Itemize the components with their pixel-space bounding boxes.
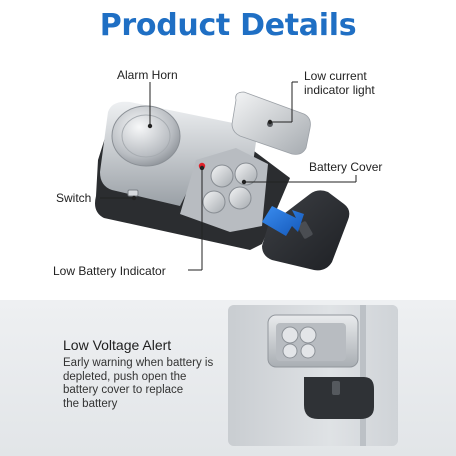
batteries xyxy=(202,162,258,214)
detached-battery-cover xyxy=(304,377,374,419)
panel-description: Early warning when battery is depleted, … xyxy=(63,357,214,410)
callout-low-current-indicator: Low current indicator light xyxy=(304,69,375,97)
callout-battery-cover: Battery Cover xyxy=(309,160,383,174)
callout-alarm-horn: Alarm Horn xyxy=(117,68,178,82)
switch xyxy=(127,189,139,197)
battery-replacement-photo xyxy=(228,305,398,446)
page-title: Product Details xyxy=(99,8,357,43)
callout-switch: Switch xyxy=(56,191,92,205)
callout-low-battery-indicator: Low Battery Indicator xyxy=(53,264,166,278)
slide-arrow-icon xyxy=(262,206,304,236)
panel-title: Low Voltage Alert xyxy=(63,337,172,353)
product-illustration xyxy=(95,81,357,271)
